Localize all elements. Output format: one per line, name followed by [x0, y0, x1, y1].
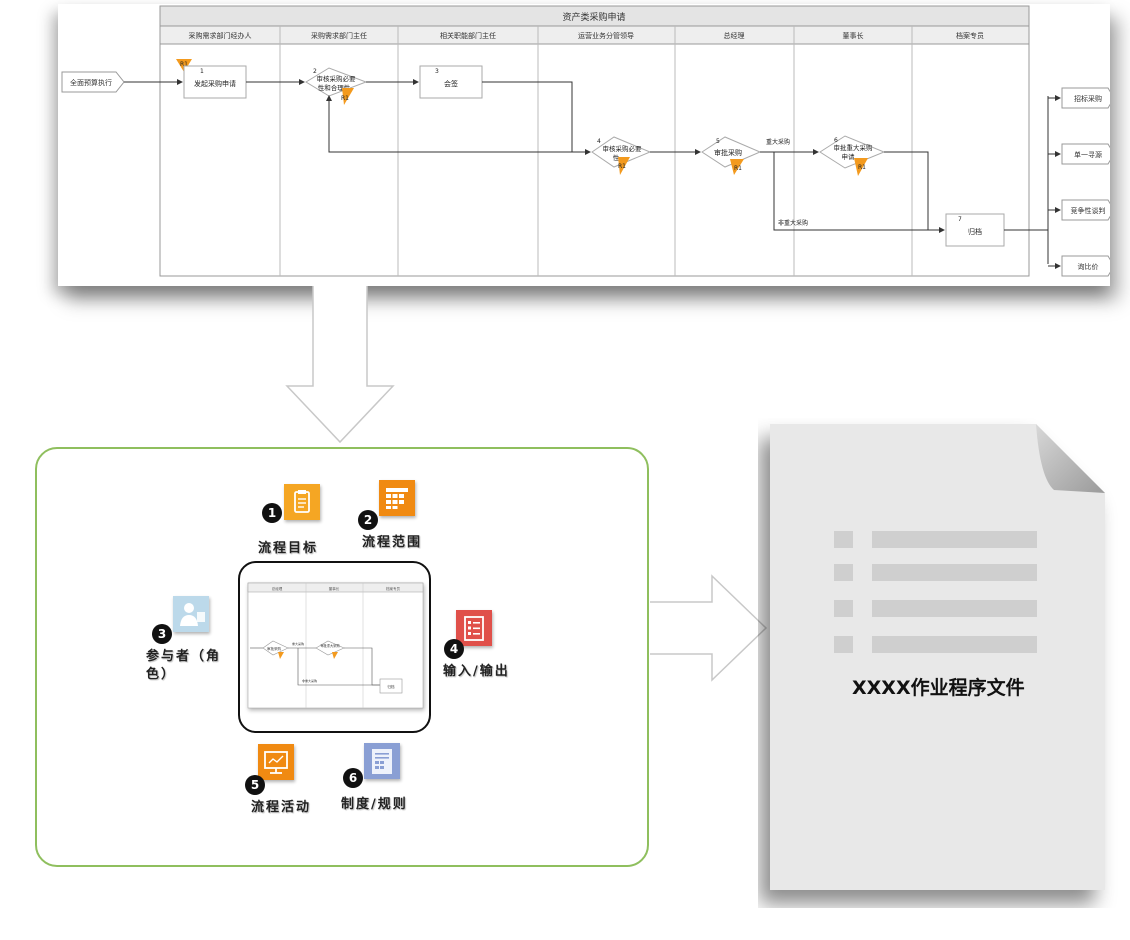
- mini-step-6: 审批重大采购: [320, 643, 339, 648]
- calendar-icon: [379, 480, 415, 516]
- output-label-0: 招标采购: [1074, 94, 1102, 103]
- document-sheet: [770, 424, 1105, 890]
- step-3-no: 3: [435, 68, 439, 75]
- lane-header-2: 相关职能部门主任: [440, 31, 496, 40]
- element-label-1: 流程目标: [258, 541, 319, 556]
- risk-marker-4: [618, 157, 630, 175]
- element-badge-4: 4: [444, 639, 464, 659]
- edge-3-4: [482, 81, 590, 153]
- step-4-no: 4: [597, 138, 601, 145]
- element-badge-3: 3: [152, 624, 172, 644]
- mini-edge-minor: 非重大采购: [302, 678, 317, 683]
- risk-tag-5: R1: [734, 165, 742, 172]
- mini-step-7: 归档: [388, 684, 396, 689]
- element-label-3: 参与者（角色）: [146, 649, 222, 682]
- step-4-label-1: 审核采购必要: [603, 144, 643, 153]
- mini-step-5: 审批采购: [267, 646, 281, 651]
- risk-tag-1: R1: [180, 61, 188, 68]
- lane-header-5: 董事长: [843, 31, 864, 40]
- risk-marker-6: [854, 158, 868, 176]
- risk-marker-2: [342, 88, 354, 105]
- element-badge-5: 5: [245, 775, 265, 795]
- edge-major-label: 重大采购: [766, 138, 790, 146]
- swimlane-diagram: 资产类采购申请 采购需求部门经办人 采购需求部门主任 相关职能部门主任 运营业务…: [61, 5, 1115, 277]
- lane-header-0: 采购需求部门经办人: [189, 31, 252, 40]
- output-label-1: 单一寻源: [1074, 150, 1102, 159]
- swimlane-title: 资产类采购申请: [562, 11, 625, 23]
- edge-6-7: [884, 151, 944, 231]
- element-label-2: 流程范围: [362, 535, 423, 550]
- step-2-no: 2: [313, 68, 317, 75]
- risk-tag-4: R1: [618, 163, 626, 170]
- mini-lane-1: 董事长: [329, 586, 340, 591]
- step-6-label-1: 审批重大采购: [834, 143, 874, 152]
- element-badge-1: 1: [262, 503, 282, 523]
- whiteboard-icon: [258, 744, 294, 780]
- lane-header-bar: [159, 25, 1030, 45]
- step-1-no: 1: [200, 68, 204, 75]
- output-label-3: 询比价: [1078, 262, 1099, 271]
- step-2-label-2: 性和合理性: [318, 83, 351, 92]
- element-label-4: 输入/输出: [443, 664, 510, 679]
- step-6-no: 6: [834, 137, 838, 144]
- lane-header-4: 总经理: [724, 31, 745, 40]
- step-1-box: [183, 65, 247, 99]
- risk-tag-2: R1: [341, 95, 349, 102]
- element-label-5: 流程活动: [251, 800, 312, 815]
- step-4-label-2: 性: [613, 153, 620, 162]
- lane-header-6: 档案专员: [956, 31, 984, 40]
- step-7-no: 7: [958, 216, 962, 223]
- lane-header-1: 采购需求部门主任: [311, 31, 367, 40]
- flowchart-thumbnail: 总经理 董事长 档案专员 审批采购 重大采购 审批重大采购 非重大采购 归档: [247, 582, 424, 709]
- step-7-label: 归档: [968, 227, 982, 236]
- edge-minor-label: 非重大采购: [778, 219, 808, 227]
- risk-tag-6: R1: [858, 164, 866, 171]
- element-label-6: 制度/规则: [341, 797, 408, 812]
- flowchart-preview-frame: 总经理 董事长 档案专员 审批采购 重大采购 审批重大采购 非重大采购 归档: [238, 561, 431, 733]
- swimlane-diagram-panel: 资产类采购申请 采购需求部门经办人 采购需求部门主任 相关职能部门主任 运营业务…: [58, 4, 1115, 286]
- lane-dividers: [279, 26, 913, 276]
- element-badge-2: 2: [358, 510, 378, 530]
- mini-lane-0: 总经理: [272, 586, 283, 591]
- person-icon: [173, 596, 209, 632]
- lane-header-3: 运营业务分管领导: [578, 31, 634, 40]
- step-5-no: 5: [716, 138, 720, 145]
- edge-2-4: [328, 96, 591, 155]
- step-6-label-2: 申请: [842, 152, 856, 161]
- edge-5-7: [773, 152, 945, 233]
- clipboard-icon: [284, 484, 320, 520]
- start-label: 全面预算执行: [70, 78, 112, 87]
- document-icon: [364, 743, 400, 779]
- output-label-2: 竞争性谈判: [1071, 206, 1106, 215]
- down-arrow: [285, 286, 395, 444]
- risk-marker-5: [730, 159, 744, 175]
- start-node: [61, 71, 125, 93]
- step-1-label: 发起采购申请: [194, 79, 236, 88]
- document-title: XXXX作业程序文件: [852, 677, 1025, 699]
- mini-edge-major: 重大采购: [292, 641, 304, 646]
- list-icon: [456, 610, 492, 646]
- element-badge-6: 6: [343, 768, 363, 788]
- step-5-label: 审批采购: [714, 148, 742, 157]
- mini-lane-2: 档案专员: [386, 586, 400, 591]
- swimlane-frame: [159, 5, 1030, 277]
- step-2-label-1: 审核采购必要: [317, 74, 357, 83]
- right-arrow: [650, 574, 768, 682]
- step-3-label: 会签: [444, 79, 458, 88]
